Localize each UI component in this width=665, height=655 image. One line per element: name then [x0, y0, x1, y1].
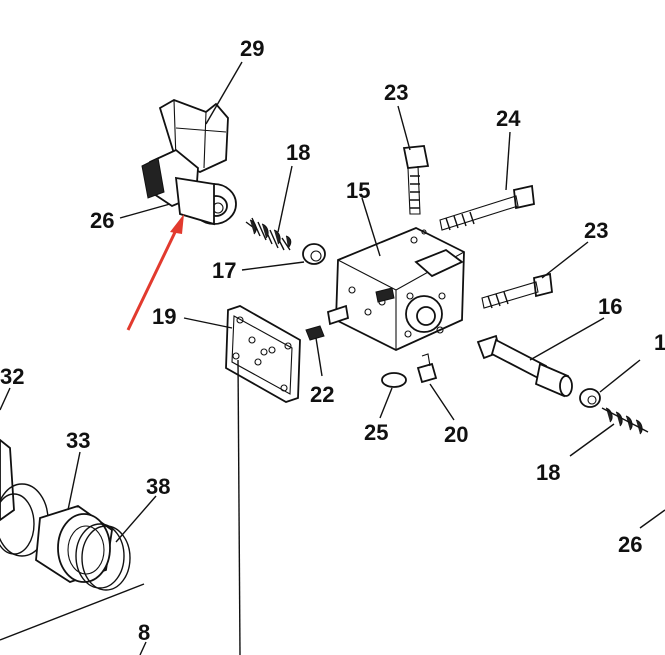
- washer-right: [579, 388, 601, 408]
- cover-plate-19: [225, 305, 301, 403]
- callout-15: 15: [346, 178, 370, 203]
- plug-20: [416, 353, 438, 384]
- callout-23-right: 23: [584, 218, 608, 243]
- callout-38: 38: [146, 474, 170, 499]
- screw-22: [305, 325, 325, 341]
- callout-17: 17: [212, 258, 236, 283]
- washer-17: [302, 243, 326, 265]
- callout-23-top: 23: [384, 80, 408, 105]
- callout-1-partial: 1: [654, 330, 665, 355]
- callout-25: 25: [364, 420, 388, 445]
- bolt-24: [439, 184, 535, 231]
- bolt-23-right: [481, 272, 553, 309]
- plug-screw: [326, 287, 395, 326]
- o-ring-25: [381, 372, 407, 388]
- callout-26-left: 26: [90, 208, 114, 233]
- solenoid-valve-assembly: [141, 99, 237, 226]
- leader-lines: [0, 61, 665, 655]
- bolt-23-top: [402, 145, 430, 215]
- callout-18-upper: 18: [286, 140, 310, 165]
- callout-22: 22: [310, 382, 334, 407]
- spring-upper: [245, 217, 292, 251]
- valve-body-block: [335, 227, 465, 351]
- callout-18-lower: 18: [536, 460, 560, 485]
- callout-33: 33: [66, 428, 90, 453]
- callout-16: 16: [598, 294, 622, 319]
- callout-24: 24: [496, 106, 521, 131]
- callout-8: 8: [138, 620, 150, 645]
- callout-26-right: 26: [618, 532, 642, 557]
- red-arrow-indicator: [126, 214, 184, 331]
- cartridge-16: [476, 334, 573, 398]
- callout-labels: 29 23 24 18 15 23 26 17 16 19 22 25 20 1…: [0, 36, 665, 645]
- spring-lower: [601, 407, 649, 435]
- callout-20: 20: [444, 422, 468, 447]
- callout-32: 32: [0, 364, 24, 389]
- callout-19: 19: [152, 304, 176, 329]
- lower-left-assembly: [0, 438, 145, 641]
- callout-29: 29: [240, 36, 264, 61]
